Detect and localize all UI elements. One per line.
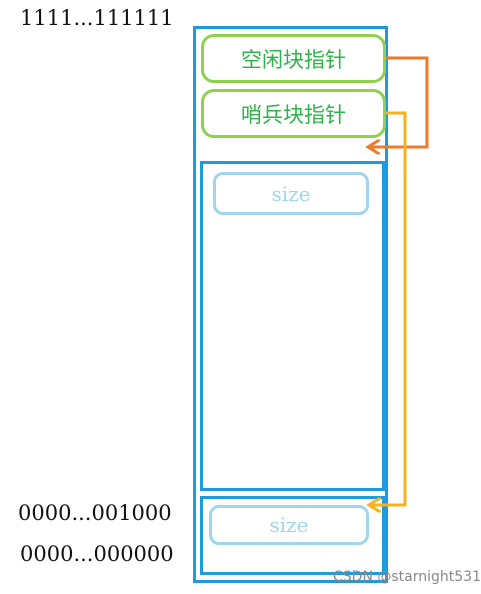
address-bottom: 0000...000000 <box>20 542 174 566</box>
address-top: 1111...111111 <box>20 6 174 30</box>
sentinel-block <box>200 496 385 575</box>
heap-frame <box>193 26 388 583</box>
sentinel-size-field: size <box>209 505 369 545</box>
free-block <box>200 161 385 491</box>
free-block-size-field: size <box>213 172 369 215</box>
csdn-watermark: CSDN @starnight531 <box>333 569 481 585</box>
free-block-pointer: 空闲块指针 <box>201 34 386 83</box>
address-sentinel: 0000...001000 <box>18 501 172 525</box>
free-pointer-arrow <box>371 56 429 147</box>
sentinel-block-pointer: 哨兵块指针 <box>201 89 386 138</box>
sentinel-pointer-arrow <box>372 111 407 505</box>
